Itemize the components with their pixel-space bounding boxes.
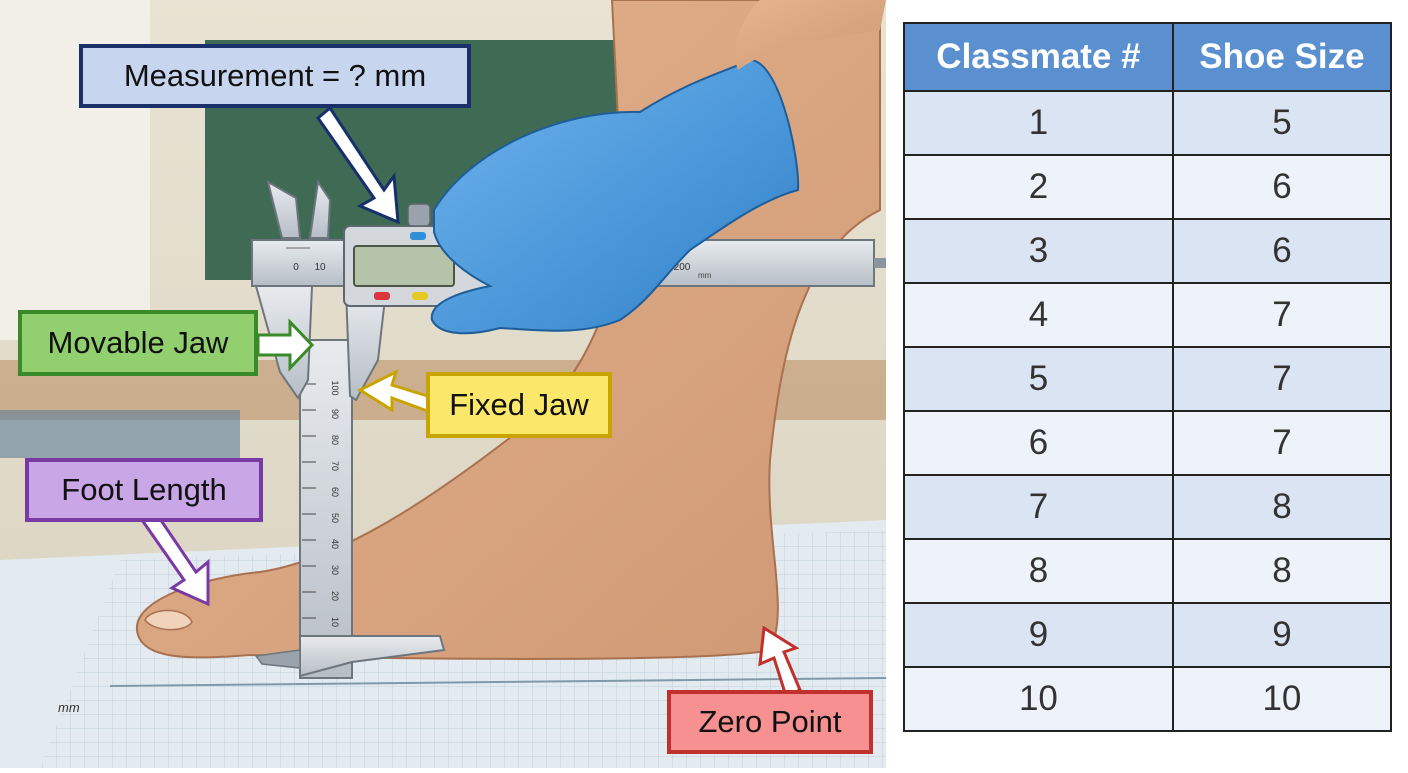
caliper-upper-jaw-right [308, 179, 332, 239]
cell-classmate: 8 [903, 538, 1174, 604]
caliper-thumb-wheel [407, 203, 431, 227]
vertical-scale-tick-label: 80 [330, 435, 340, 445]
cell-classmate: 2 [903, 154, 1174, 220]
vertical-scale-tick-label: 100 [330, 380, 340, 395]
gloved-hand [430, 58, 800, 335]
caliper-upper-jaw-left [266, 179, 302, 239]
foot-length-callout-label: Foot Length [61, 472, 227, 507]
fixed-jaw-callout-label: Fixed Jaw [449, 387, 589, 422]
vertical-scale-tick-label: 60 [330, 487, 340, 497]
vertical-scale-tick-label: 70 [330, 461, 340, 471]
fixed-jaw-callout: Fixed Jaw [426, 372, 612, 438]
caliper-vertical-beam [299, 339, 353, 679]
caliper-red-button [374, 292, 390, 300]
main-scale-unit: mm [698, 271, 712, 280]
cell-shoe-size: 9 [1171, 602, 1393, 668]
caliper-depth-rod [874, 258, 886, 268]
background-chairs [0, 410, 240, 458]
cell-classmate: 1 [903, 90, 1174, 156]
header-classmate: Classmate # [903, 22, 1174, 92]
movable-jaw-callout: Movable Jaw [18, 310, 258, 376]
cell-classmate: 6 [903, 410, 1174, 476]
cell-shoe-size: 8 [1171, 538, 1393, 604]
caliper-blue-button [410, 232, 426, 240]
cell-shoe-size: 8 [1171, 474, 1393, 540]
cell-shoe-size: 7 [1171, 410, 1393, 476]
measurement-callout-label: Measurement = ? mm [123, 58, 427, 93]
main-scale-tick-label: 0 [293, 262, 299, 273]
caliper-bottom-jaw [299, 635, 446, 678]
forearm [735, 0, 886, 70]
cell-classmate: 3 [903, 218, 1174, 284]
zero-point-callout: Zero Point [667, 690, 873, 754]
movable-jaw-callout-label: Movable Jaw [47, 325, 229, 360]
caliper-lcd-screen [353, 245, 455, 287]
vertical-scale-tick-label: 50 [330, 513, 340, 523]
vertical-scale-tick-label: 10 [330, 617, 340, 627]
measurement-callout: Measurement = ? mm [79, 44, 471, 108]
cell-classmate: 4 [903, 282, 1174, 348]
foot-length-callout: Foot Length [25, 458, 263, 522]
mat-unit-label: mm [58, 700, 80, 715]
vertical-scale-tick-label: 40 [330, 539, 340, 549]
cell-shoe-size: 7 [1171, 282, 1393, 348]
zero-point-callout-label: Zero Point [698, 704, 842, 739]
fixed-jaw-arrow [356, 369, 436, 414]
cell-classmate: 9 [903, 602, 1174, 668]
vertical-scale-tick-label: 90 [330, 409, 340, 419]
zero-point-arrow [758, 625, 802, 699]
toenail [144, 609, 193, 631]
cell-shoe-size: 5 [1171, 90, 1393, 156]
cell-shoe-size: 6 [1171, 218, 1393, 284]
main-scale-tick-label: 200 [674, 262, 691, 273]
cell-shoe-size: 10 [1171, 666, 1393, 732]
table-header-row: Classmate # Shoe Size [903, 22, 1393, 92]
main-scale-tick-label: 10 [314, 262, 326, 273]
vertical-scale-tick-label: 30 [330, 565, 340, 575]
movable-jaw-arrow [256, 318, 315, 372]
vertical-scale-tick-label: 20 [330, 591, 340, 601]
measurement-arrow [315, 105, 400, 225]
cell-classmate: 7 [903, 474, 1174, 540]
caliper-bottom-jaw-tip [254, 649, 301, 669]
caliper-yellow-button [412, 292, 428, 300]
cell-shoe-size: 6 [1171, 154, 1393, 220]
cell-classmate: 10 [903, 666, 1174, 732]
cell-classmate: 5 [903, 346, 1174, 412]
header-shoe-size: Shoe Size [1171, 22, 1393, 92]
mat-baseline [109, 677, 887, 687]
cell-shoe-size: 7 [1171, 346, 1393, 412]
